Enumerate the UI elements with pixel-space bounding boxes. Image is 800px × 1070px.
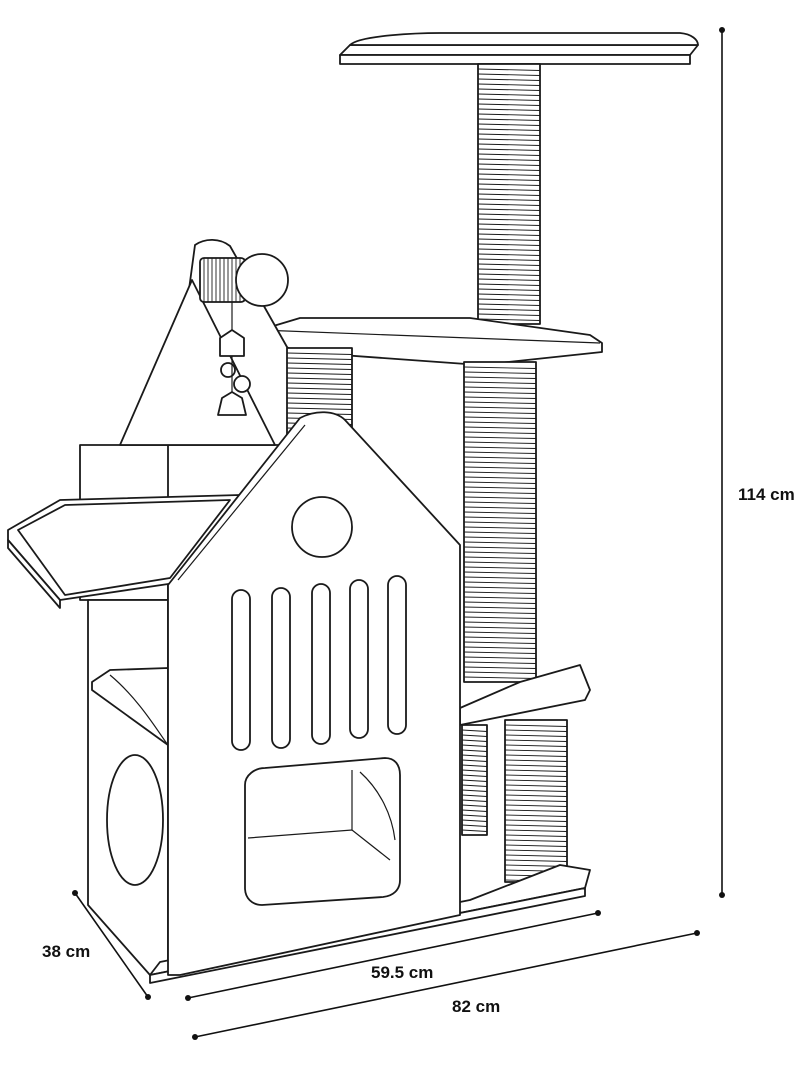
sisal-roll-toy [199,253,289,416]
depth-dimension-line [72,890,151,1000]
total-width-dimension-line [192,930,700,1040]
height-label: 114 cm [738,485,795,504]
base-width-label: 59.5 cm [371,963,434,982]
top-platform [339,32,699,65]
height-dimension-line [719,27,725,898]
tall-sisal-post [477,63,541,325]
lower-sisal-posts [461,719,568,883]
left-cube [87,599,169,976]
house-front [167,411,461,976]
total-width-label: 82 cm [452,997,501,1016]
right-sisal-post [463,361,537,683]
base-width-dimension-line [185,910,601,1001]
depth-label: 38 cm [42,942,91,961]
